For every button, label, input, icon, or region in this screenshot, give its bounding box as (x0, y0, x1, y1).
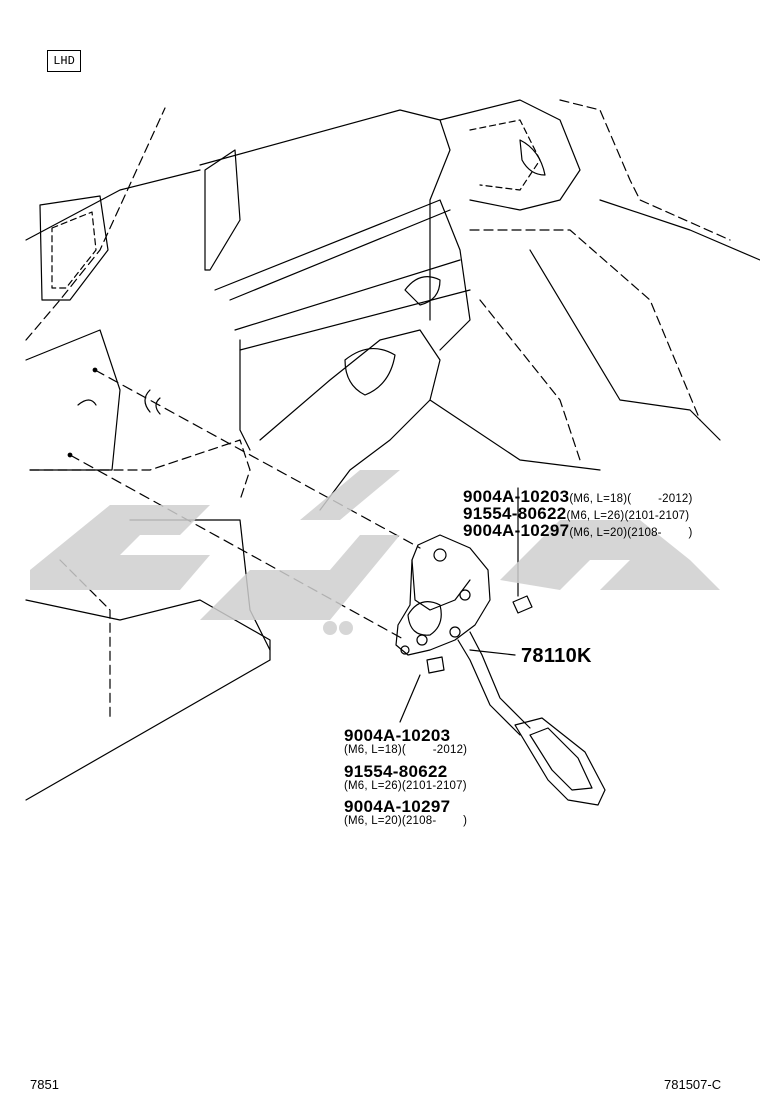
body-panel-outline (29, 439, 251, 501)
mounting-hole (92, 367, 98, 373)
part-spec: (M6, L=18)( -2012) (344, 744, 468, 756)
body-panel-outline (77, 399, 97, 406)
pedal-pad (514, 717, 606, 806)
part-number[interactable]: 9004A-10203 (463, 487, 570, 506)
body-panel-outline (25, 329, 121, 471)
body-panel-outline (51, 211, 97, 289)
body-panel-outline (229, 209, 471, 351)
bracket-bolt-hole (459, 589, 471, 601)
body-panel-outline (214, 199, 471, 351)
lhd-badge: LHD (47, 50, 81, 72)
part-number[interactable]: 9004A-10297 (463, 521, 570, 540)
body-panel-outline (204, 149, 241, 271)
bracket-bolt-hole (433, 548, 447, 562)
footer-right-code: 781507-C (664, 1077, 722, 1092)
bracket-bolt-hole (400, 645, 410, 655)
part-spec: (M6, L=26)(2101-2107) (566, 510, 690, 522)
bracket-bolt-hole (416, 634, 428, 646)
body-panel-outline (469, 229, 701, 421)
body-panel-outline (239, 339, 251, 451)
body-panel-outline (25, 659, 271, 801)
pedal-arm (469, 631, 531, 729)
mounting-line (94, 369, 421, 549)
upper-callout-row: 9004A-10297(M6, L=20)(2108- ) (463, 522, 693, 540)
part-spec: (M6, L=18)( -2012) (569, 493, 693, 505)
pedal-sensor (407, 601, 442, 636)
body-panel-outline (599, 199, 760, 261)
body-panel-outline (559, 99, 731, 241)
footer-left-code: 7851 (30, 1077, 59, 1092)
upper-callout-row: 9004A-10203(M6, L=18)( -2012) (463, 488, 693, 506)
body-panel-outline (479, 299, 581, 461)
bracket-bolt-hole (449, 626, 461, 638)
part-spec: (M6, L=20)(2108- ) (344, 815, 468, 827)
part-number[interactable]: 9004A-10297 (344, 797, 451, 816)
body-panel-outline (429, 399, 601, 471)
body-panel-outline (199, 109, 451, 321)
main-part-number[interactable]: 78110K (521, 645, 592, 667)
body-panel-outline (529, 249, 721, 441)
bolt (512, 595, 533, 614)
body-panel-outline (25, 107, 166, 341)
bolt (399, 674, 421, 723)
body-panel-outline (519, 139, 546, 176)
body-panel-outline (25, 169, 201, 241)
body-panel-outline (144, 389, 161, 415)
pedal-arm (457, 639, 521, 736)
part-spec: (M6, L=20)(2108- ) (569, 527, 693, 539)
body-panel-outline (439, 99, 581, 211)
part-spec: (M6, L=26)(2101-2107) (344, 780, 467, 792)
body-panel-outline (39, 195, 109, 301)
body-panel-outline (25, 599, 271, 661)
pedal-bracket (395, 534, 491, 656)
body-panel-outline (404, 276, 441, 306)
mounting-line (69, 454, 406, 641)
bolt (426, 656, 445, 674)
pedal-pad (529, 727, 593, 791)
part-number[interactable]: 91554-80622 (463, 504, 567, 523)
body-panel-outline (469, 119, 541, 191)
mounting-hole (67, 452, 73, 458)
body-panel-outline (259, 329, 441, 511)
part-number[interactable]: 91554-80622 (344, 762, 448, 781)
watermark-logo (30, 470, 720, 635)
part-leader-line (469, 649, 516, 656)
upper-callout-row: 91554-80622(M6, L=26)(2101-2107) (463, 505, 689, 523)
part-number[interactable]: 9004A-10203 (344, 726, 451, 745)
body-panel-outline (344, 348, 396, 396)
